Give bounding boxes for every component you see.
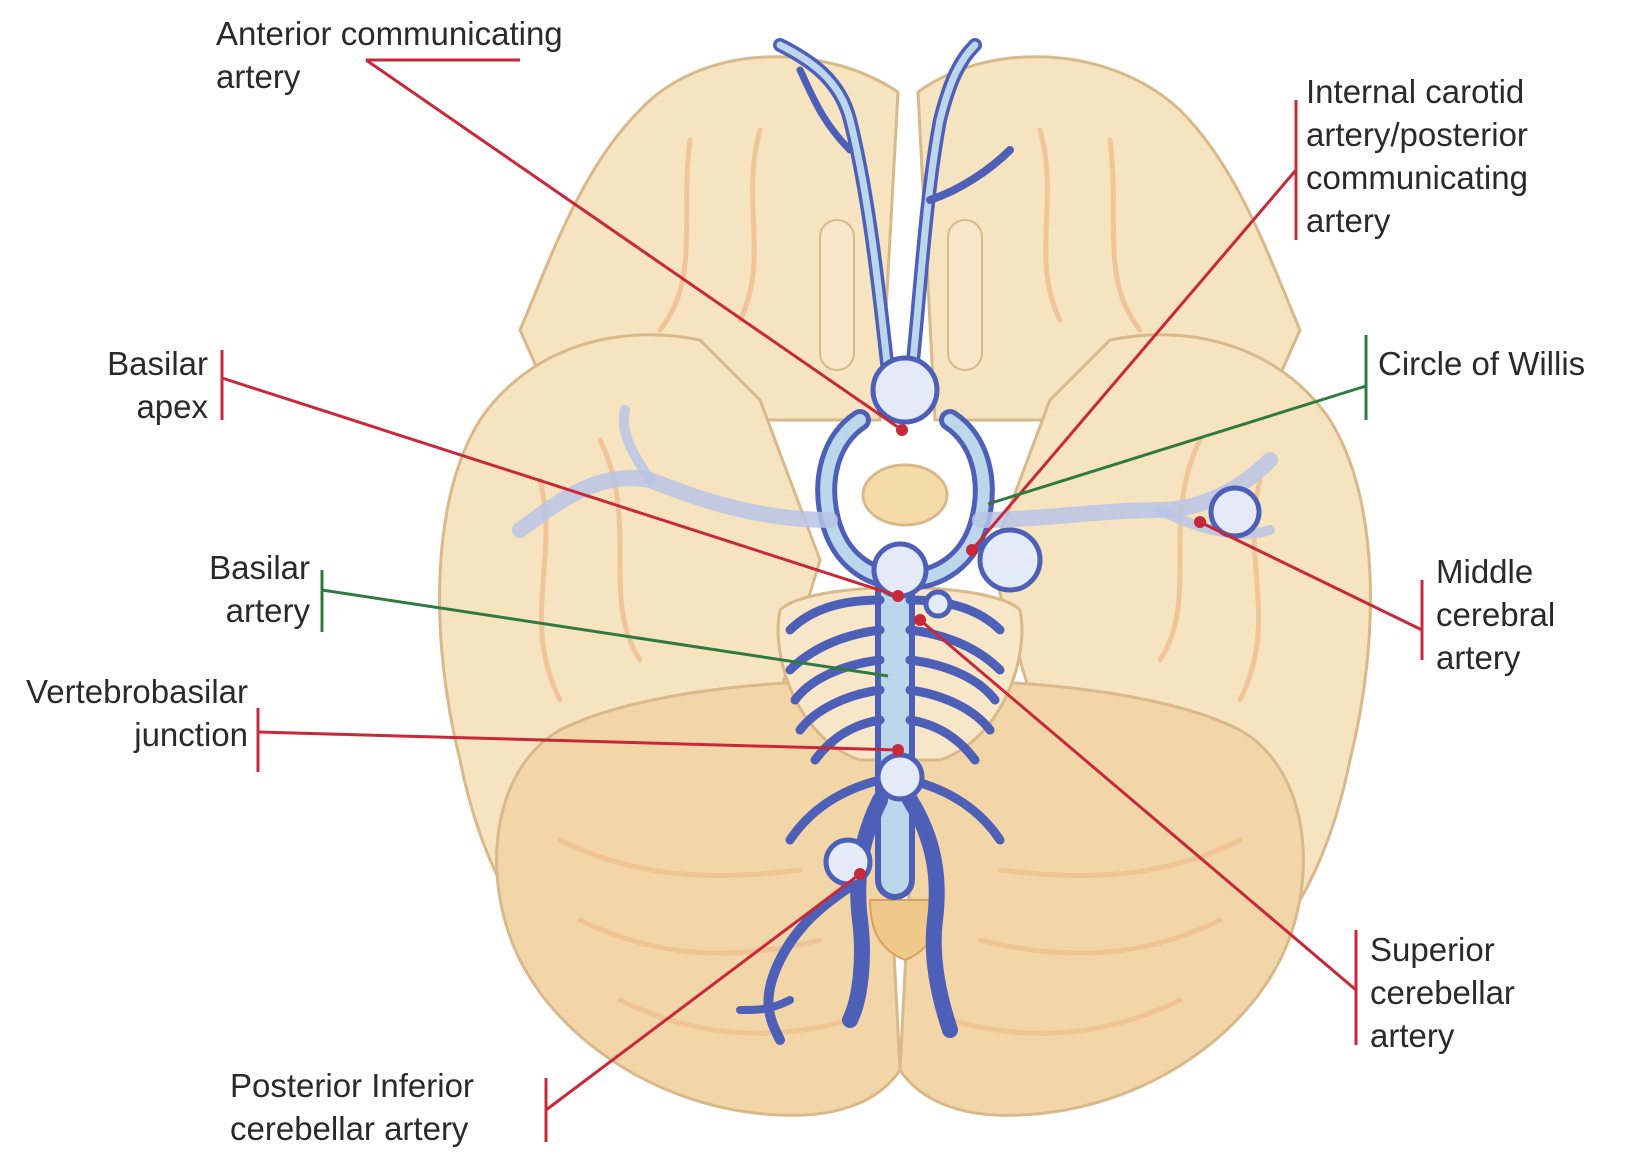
aneurysm-anterior-communicating (873, 358, 937, 422)
label-anterior-communicating-artery: Anterior communicating artery (216, 12, 563, 98)
label-superior-cerebellar-artery: Superior cerebellar artery (1370, 928, 1515, 1057)
dot-basilar-apex (892, 590, 904, 602)
olfactory-tract-left (820, 220, 854, 370)
aneurysm-basilar-apex (874, 544, 926, 596)
dot-internal-carotid (966, 544, 978, 556)
label-circle-of-willis: Circle of Willis (1378, 342, 1585, 385)
dot-pica (854, 868, 866, 880)
olfactory-tract-right (948, 220, 982, 370)
dot-vertebrobasilar (892, 744, 904, 756)
label-vertebrobasilar-junction: Vertebrobasilar junction (8, 670, 248, 756)
dot-middle-cerebral (1194, 516, 1206, 528)
aneurysm-superior-cerebellar (926, 592, 950, 616)
label-middle-cerebral-artery: Middle cerebral artery (1436, 550, 1555, 679)
optic-chiasm (863, 465, 947, 525)
aneurysm-internal-carotid (980, 530, 1040, 590)
aneurysm-middle-cerebral (1211, 488, 1259, 536)
dot-superior-cerebellar (914, 614, 926, 626)
label-posterior-inferior-cerebellar-artery: Posterior Inferior cerebellar artery (230, 1064, 474, 1150)
label-internal-carotid-artery: Internal carotid artery/posterior commun… (1306, 70, 1528, 242)
label-basilar-apex: Basilar apex (60, 342, 208, 428)
label-basilar-artery: Basilar artery (150, 546, 310, 632)
dot-anterior-communicating (896, 424, 908, 436)
aneurysm-vertebrobasilar (878, 755, 922, 799)
